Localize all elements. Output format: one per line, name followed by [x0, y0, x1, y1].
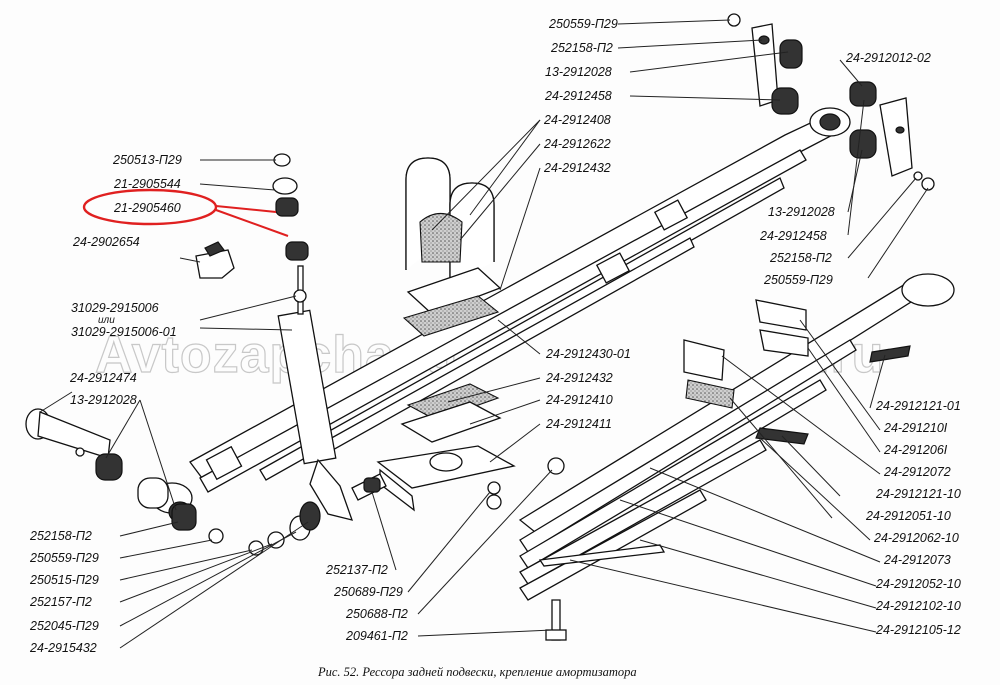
labels-shock: 31029-2915006 или 31029-2915006-01: [71, 301, 177, 339]
label-24-2915432: 24-2915432: [29, 641, 97, 655]
label-24-2912458-right: 24-2912458: [759, 229, 827, 243]
shock-top-parts: [195, 153, 309, 279]
label-252158-P2-top: 252158-П2: [550, 41, 613, 55]
label-24-2912073: 24-2912073: [883, 553, 951, 567]
label-250515-P29: 250515-П29: [29, 573, 99, 587]
label-24-2912458-top: 24-2912458: [544, 89, 612, 103]
labels-center-top: 24-2912408 24-2912622 24-2912432: [543, 113, 611, 175]
label-250559-P29-top: 250559-П29: [548, 17, 618, 31]
label-13-2912028-right: 13-2912028: [768, 205, 835, 219]
labels-left-mid: 24-2912474 13-2912028: [69, 371, 137, 407]
label-21-2905544: 21-2905544: [113, 177, 181, 191]
label-24-2912105-12: 24-2912105-12: [875, 623, 961, 637]
shock-absorber: [277, 265, 387, 521]
label-250688-P2: 250688-П2: [345, 607, 408, 621]
rear-eye-pin: [25, 408, 321, 556]
labels-right-column: 24-2912121-01 24-291210I 24-291206I 24-2…: [865, 399, 961, 637]
label-24-2912432-top: 24-2912432: [543, 161, 611, 175]
label-252158-P2-bottom: 252158-П2: [29, 529, 92, 543]
label-250559-P29-bottom: 250559-П29: [29, 551, 99, 565]
highlight: [82, 188, 289, 237]
label-24-2912622: 24-2912622: [543, 137, 611, 151]
label-24-2912430-01: 24-2912430-01: [545, 347, 631, 361]
highlight-pointer-2: [215, 205, 277, 213]
label-24-2912072: 24-2912072: [883, 465, 951, 479]
labels-bottom-center: 252137-П2 250689-П29 250688-П2 209461-П2: [325, 563, 408, 643]
label-24-2912411: 24-2912411: [545, 417, 612, 431]
label-24-2912408: 24-2912408: [543, 113, 611, 127]
leader-lines: [39, 19, 929, 649]
label-24-2912474: 24-2912474: [69, 371, 137, 385]
label-24-2912061: 24-291206I: [883, 443, 948, 457]
label-24-2912102-10: 24-2912102-10: [875, 599, 961, 613]
label-24-2912051-10: 24-2912051-10: [865, 509, 951, 523]
label-24-2902654: 24-2902654: [72, 235, 140, 249]
spring-pad: [376, 383, 516, 512]
label-24-2912101: 24-291210I: [883, 421, 948, 435]
label-252137-P2: 252137-П2: [325, 563, 388, 577]
label-250513-P29: 250513-П29: [112, 153, 182, 167]
label-24-2912062-10: 24-2912062-10: [873, 531, 959, 545]
label-ili: или: [98, 315, 115, 326]
label-24-2912410: 24-2912410: [545, 393, 613, 407]
lower-leaf-spring: [518, 273, 955, 601]
labels-center-mid: 24-2912430-01 24-2912432 24-2912410 24-2…: [545, 347, 631, 431]
labels-right-mid: 13-2912028 24-2912458 252158-П2 250559-П…: [759, 205, 835, 287]
label-252158-P2-right: 252158-П2: [769, 251, 832, 265]
figure-caption: Рис. 52. Рессора задней подвески, крепле…: [317, 665, 637, 679]
label-24-2912121-10: 24-2912121-10: [875, 487, 961, 501]
label-13-2912028-top: 13-2912028: [545, 65, 612, 79]
label-21-2905460: 21-2905460: [113, 201, 181, 215]
label-13-2912028-left: 13-2912028: [70, 393, 137, 407]
label-250559-P29-right: 250559-П29: [763, 273, 833, 287]
label-31029-2915006: 31029-2915006: [71, 301, 159, 315]
label-24-2912052-10: 24-2912052-10: [875, 577, 961, 591]
label-250689-P29: 250689-П29: [333, 585, 403, 599]
label-209461-P2: 209461-П2: [345, 629, 408, 643]
label-252045-P29: 252045-П29: [29, 619, 99, 633]
label-24-2912012-02: 24-2912012-02: [845, 51, 931, 65]
label-24-2912121-01: 24-2912121-01: [875, 399, 961, 413]
labels-bottom-left: 252158-П2 250559-П29 250515-П29 252157-П…: [29, 529, 99, 655]
labels-top-right: 250559-П29 252158-П2 13-2912028 24-29124…: [544, 17, 931, 103]
highlight-pointer-1: [215, 209, 289, 237]
label-24-2912432-mid: 24-2912432: [545, 371, 613, 385]
front-bracket: [727, 13, 935, 191]
label-31029-2915006-01: 31029-2915006-01: [71, 325, 177, 339]
label-252157-P2: 252157-П2: [29, 595, 92, 609]
labels-top-left: 250513-П29 21-2905544 21-2905460 24-2902…: [72, 153, 182, 249]
u-bolts: [402, 157, 502, 337]
upper-leaf-spring: [151, 107, 851, 523]
